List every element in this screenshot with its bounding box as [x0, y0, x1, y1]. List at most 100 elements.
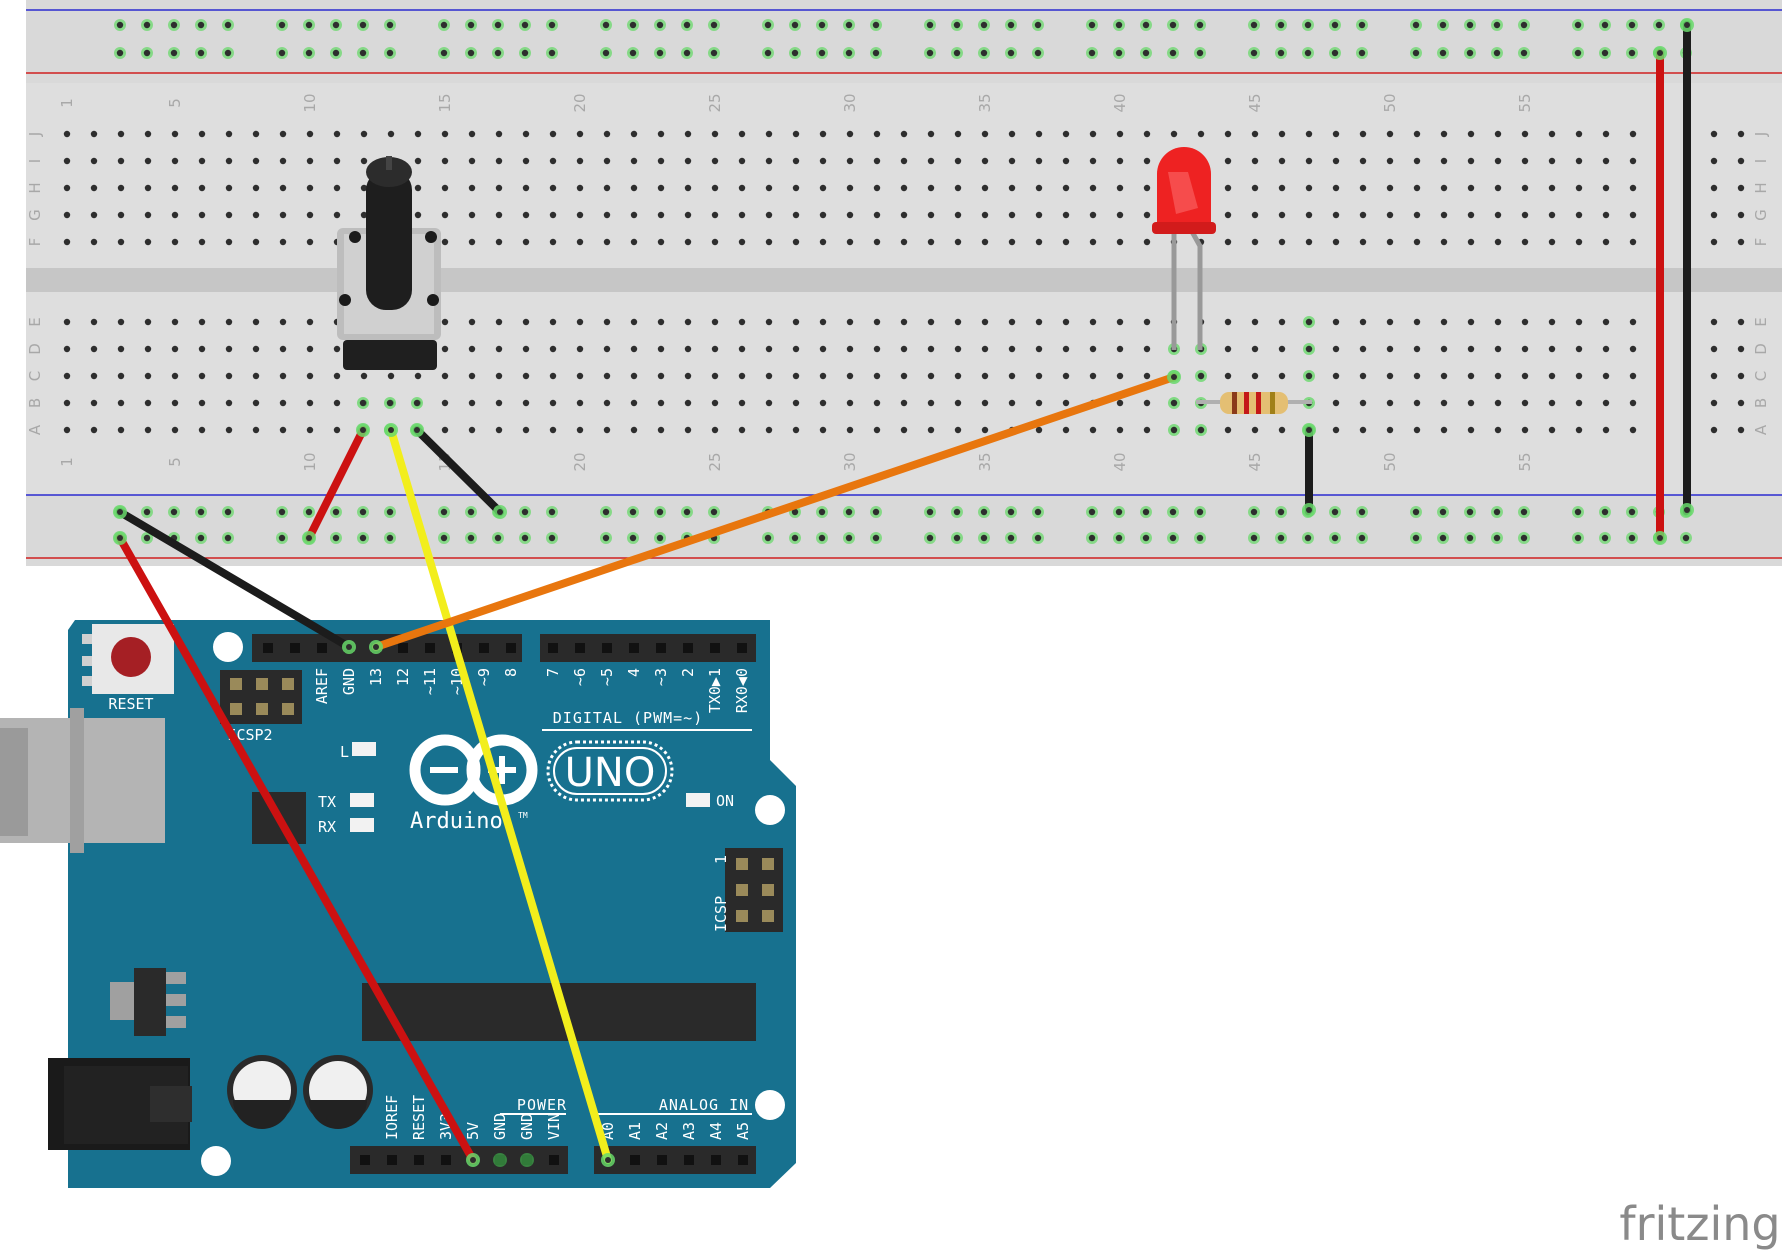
breadboard-hole: [1359, 157, 1367, 165]
column-number-top: 10: [301, 93, 319, 112]
row-letter: I: [1752, 159, 1770, 163]
breadboard-hole: [1629, 426, 1637, 434]
digital-pin-hole: [263, 643, 273, 653]
breadboard-hole: [225, 399, 233, 407]
row-letter: C: [26, 371, 44, 381]
breadboard-hole: [873, 130, 881, 138]
breadboard-hole: [1521, 372, 1529, 380]
breadboard-hole: [1494, 399, 1502, 407]
icsp-pin1-label: 1: [712, 855, 730, 864]
breadboard-hole: [1332, 184, 1340, 192]
breadboard-hole: [603, 211, 611, 219]
breadboard-hole: [522, 130, 530, 138]
wire-5v-arduino[interactable]: [116, 534, 477, 1164]
breadboard-hole: [144, 345, 152, 353]
rail-hole: [521, 534, 529, 542]
rail-hole: [791, 49, 799, 57]
breadboard-hole: [657, 426, 665, 434]
analog-pin-hole: [738, 1155, 748, 1165]
breadboard-hole: [1737, 211, 1745, 219]
breadboard-hole: [387, 130, 395, 138]
breadboard-hole: [1521, 238, 1529, 246]
rail-hole: [1628, 534, 1636, 542]
rail-hole: [332, 534, 340, 542]
wire-end-center: [388, 427, 394, 433]
wire-pin13-led[interactable]: [372, 373, 1178, 651]
rail-hole: [440, 534, 448, 542]
rail-hole: [710, 49, 718, 57]
breadboard-hole: [549, 399, 557, 407]
breadboard-hole: [684, 345, 692, 353]
breadboard-hole: [765, 426, 773, 434]
row-letter: F: [1752, 238, 1770, 247]
breadboard-hole: [225, 211, 233, 219]
breadboard-hole: [792, 238, 800, 246]
rail-hole: [332, 21, 340, 29]
digital-pin-label: GND: [340, 668, 358, 695]
power-pin-label: VIN: [545, 1113, 563, 1140]
power-pin-hole: [360, 1155, 370, 1165]
breadboard-hole: [1224, 318, 1232, 326]
breadboard-hole: [198, 426, 206, 434]
breadboard-hole: [684, 372, 692, 380]
wire-pot-ground[interactable]: [413, 426, 504, 516]
rail-hole: [386, 49, 394, 57]
breadboard-hole: [1386, 157, 1394, 165]
breadboard-hole: [1062, 130, 1070, 138]
breadboard-hole: [900, 184, 908, 192]
breadboard-hole: [1278, 345, 1286, 353]
digital-pin-hole: [548, 643, 558, 653]
digital-pin-hole: [506, 643, 516, 653]
rail-hole: [1142, 508, 1150, 516]
breadboard-hole: [441, 426, 449, 434]
rail-hole: [1277, 508, 1285, 516]
capacitor: [227, 1055, 297, 1129]
breadboard-hole: [1710, 345, 1718, 353]
wire-pot-a0[interactable]: [387, 426, 612, 1164]
breadboard-hole: [522, 184, 530, 192]
rail-hole: [278, 534, 286, 542]
digital-pin-hole: [683, 643, 693, 653]
breadboard-hole: [1359, 399, 1367, 407]
connected-hole-center: [1305, 318, 1313, 326]
breadboard-hole: [549, 157, 557, 165]
breadboard-hole: [198, 130, 206, 138]
wire-gnd-arduino[interactable]: [116, 508, 353, 651]
rail-hole: [224, 21, 232, 29]
breadboard-hole: [1143, 318, 1151, 326]
breadboard-hole: [1089, 157, 1097, 165]
breadboard-hole: [1305, 238, 1313, 246]
breadboard-hole: [468, 157, 476, 165]
breadboard-hole: [981, 157, 989, 165]
column-number-bottom: 30: [841, 452, 859, 471]
rail-hole: [953, 508, 961, 516]
breadboard-hole: [144, 211, 152, 219]
breadboard-hole: [1548, 426, 1556, 434]
breadboard-hole: [1224, 372, 1232, 380]
breadboard-hole: [630, 130, 638, 138]
column-number-top: 40: [1111, 93, 1129, 112]
row-letter: J: [26, 132, 44, 137]
breadboard-hole: [1386, 372, 1394, 380]
column-number-top: 25: [706, 93, 724, 112]
breadboard-hole: [1413, 130, 1421, 138]
breadboard-hole: [1386, 426, 1394, 434]
rail-hole: [143, 508, 151, 516]
breadboard-hole: [252, 211, 260, 219]
breadboard-hole: [576, 318, 584, 326]
breadboard-hole: [1116, 426, 1124, 434]
breadboard-hole: [1251, 318, 1259, 326]
reset-button[interactable]: [82, 624, 174, 694]
wire-pot-5v[interactable]: [305, 426, 367, 542]
rail-hole: [1088, 49, 1096, 57]
breadboard-hole: [522, 318, 530, 326]
breadboard-hole: [63, 184, 71, 192]
breadboard-hole: [171, 130, 179, 138]
breadboard-hole: [765, 345, 773, 353]
breadboard-hole: [684, 211, 692, 219]
voltage-regulator: [110, 968, 186, 1036]
breadboard-hole: [927, 318, 935, 326]
breadboard-hole: [1062, 318, 1070, 326]
rail-hole: [1331, 21, 1339, 29]
breadboard-hole: [549, 318, 557, 326]
